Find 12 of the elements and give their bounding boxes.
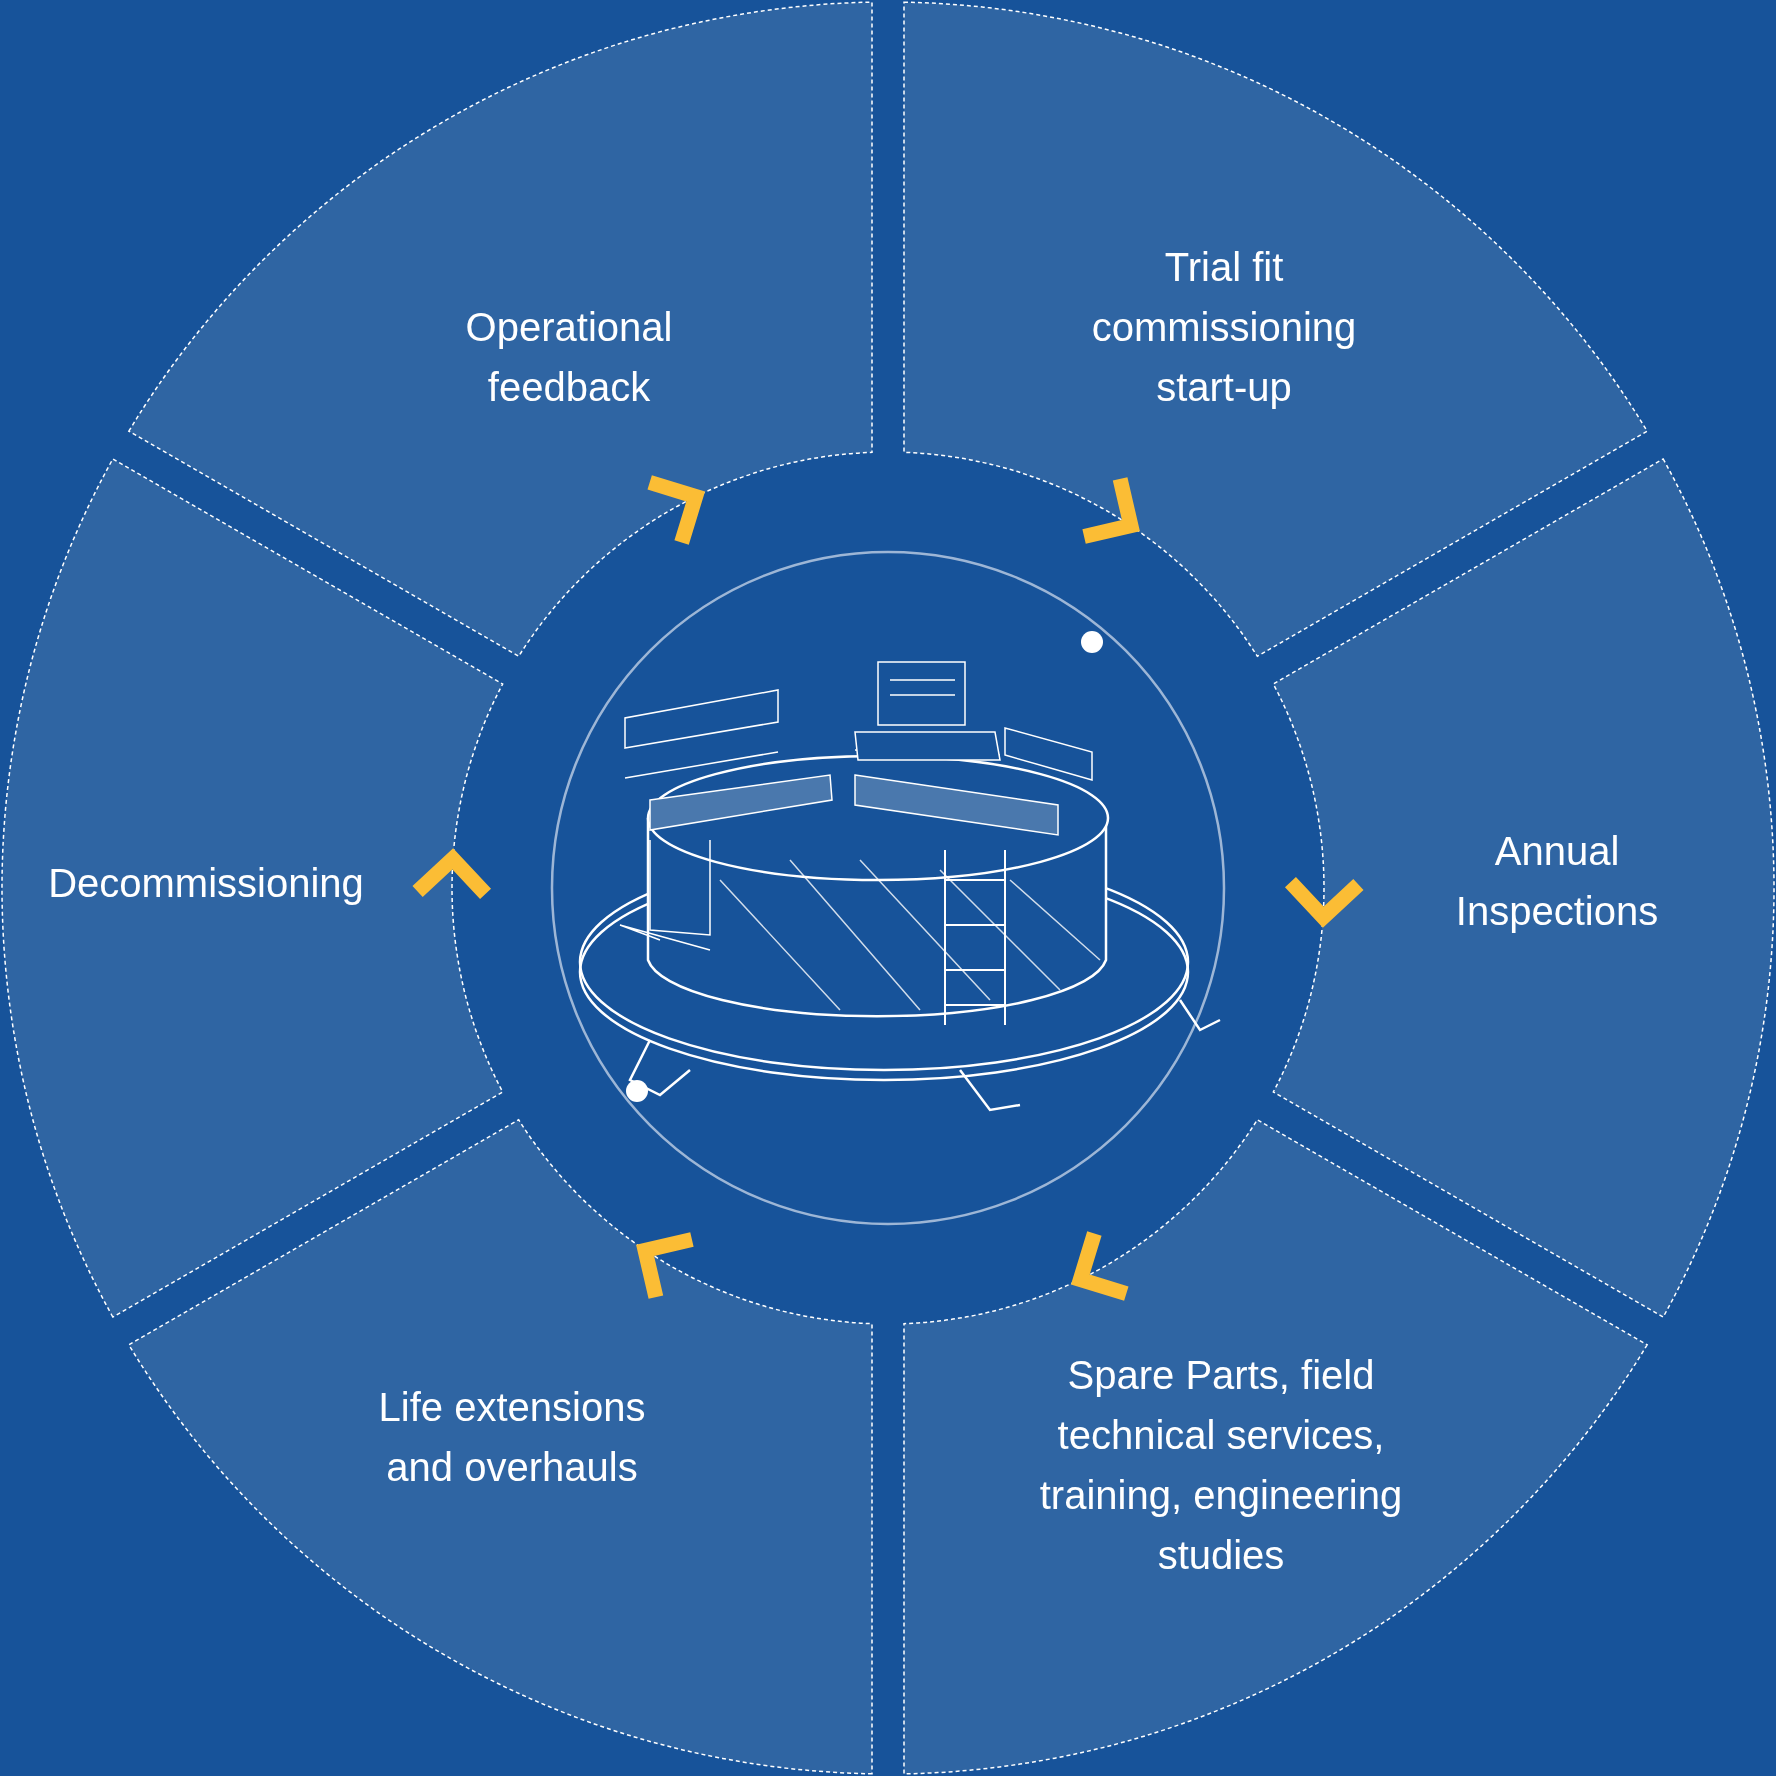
cycle-segment: [901, 1117, 1650, 1776]
segment-label: Operational feedback: [464, 304, 674, 411]
cycle-segment: [126, 1117, 875, 1776]
segment-label: Decommissioning: [47, 860, 365, 907]
segment-label: Trial fit commissioning start-up: [1090, 244, 1358, 411]
segment-label: Annual Inspections: [1454, 828, 1660, 935]
segment-label: Life extensions and overhauls: [377, 1384, 647, 1491]
cycle-segment: [902, 0, 1650, 659]
cycle-segment: [0, 456, 505, 1320]
cycle-segment: [1271, 456, 1776, 1320]
segment-label: Spare Parts, field technical services, training, engineering studies: [1038, 1352, 1404, 1579]
cycle-segment: [126, 0, 875, 659]
